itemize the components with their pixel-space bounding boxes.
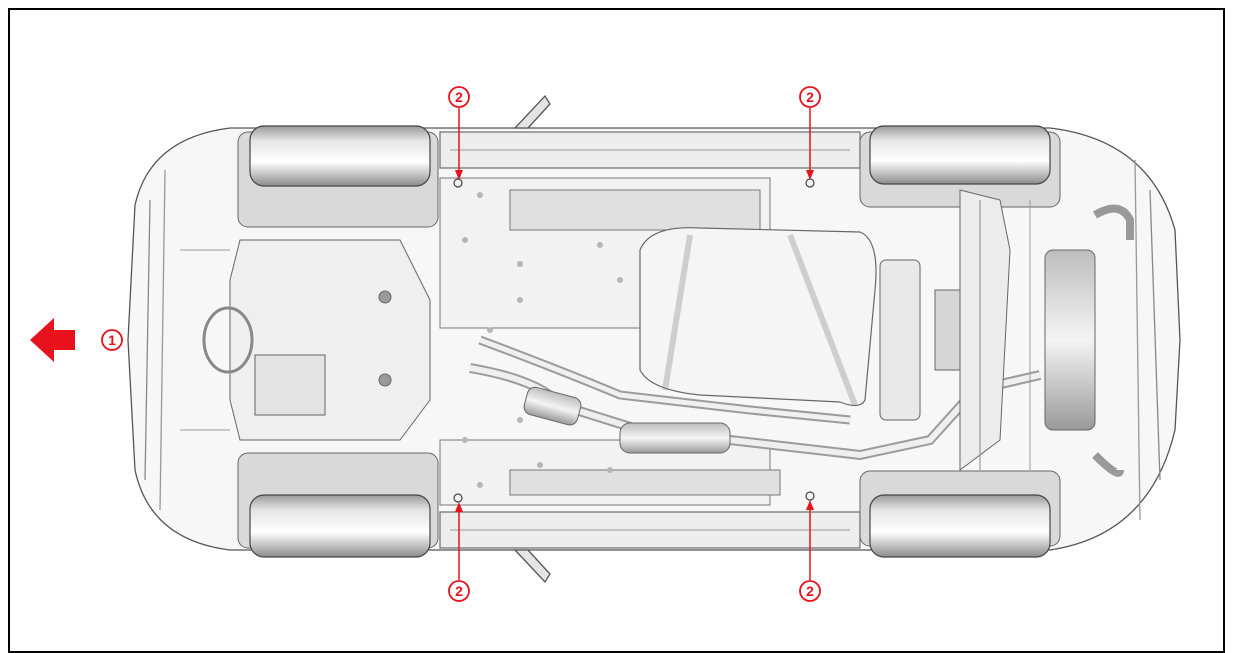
callout-badge-bottom-left: 2 [448, 580, 470, 602]
callout-number: 2 [806, 583, 814, 599]
callout-badge-direction: 1 [101, 329, 123, 351]
muffler [1044, 249, 1096, 431]
callout-number: 2 [806, 89, 814, 105]
front-direction-arrow-icon [30, 318, 75, 362]
fuel-tank [639, 227, 877, 407]
callout-badge-bottom-right: 2 [799, 580, 821, 602]
tires [249, 125, 1051, 558]
lift-point-callouts [455, 108, 814, 580]
front-left-tire [249, 125, 431, 187]
rear-right-tire [869, 494, 1051, 558]
floor-fastener-dots [462, 192, 623, 488]
callout-badge-top-right: 2 [799, 86, 821, 108]
callout-number: 2 [455, 89, 463, 105]
rear-suspension [879, 189, 1031, 471]
front-right-tire [249, 494, 431, 558]
exhaust-system [469, 204, 1134, 477]
front-underbody-panel [180, 239, 431, 441]
callout-number: 1 [108, 332, 116, 348]
callout-badge-top-left: 2 [448, 86, 470, 108]
rear-left-tire [869, 125, 1051, 185]
callout-number: 2 [455, 583, 463, 599]
